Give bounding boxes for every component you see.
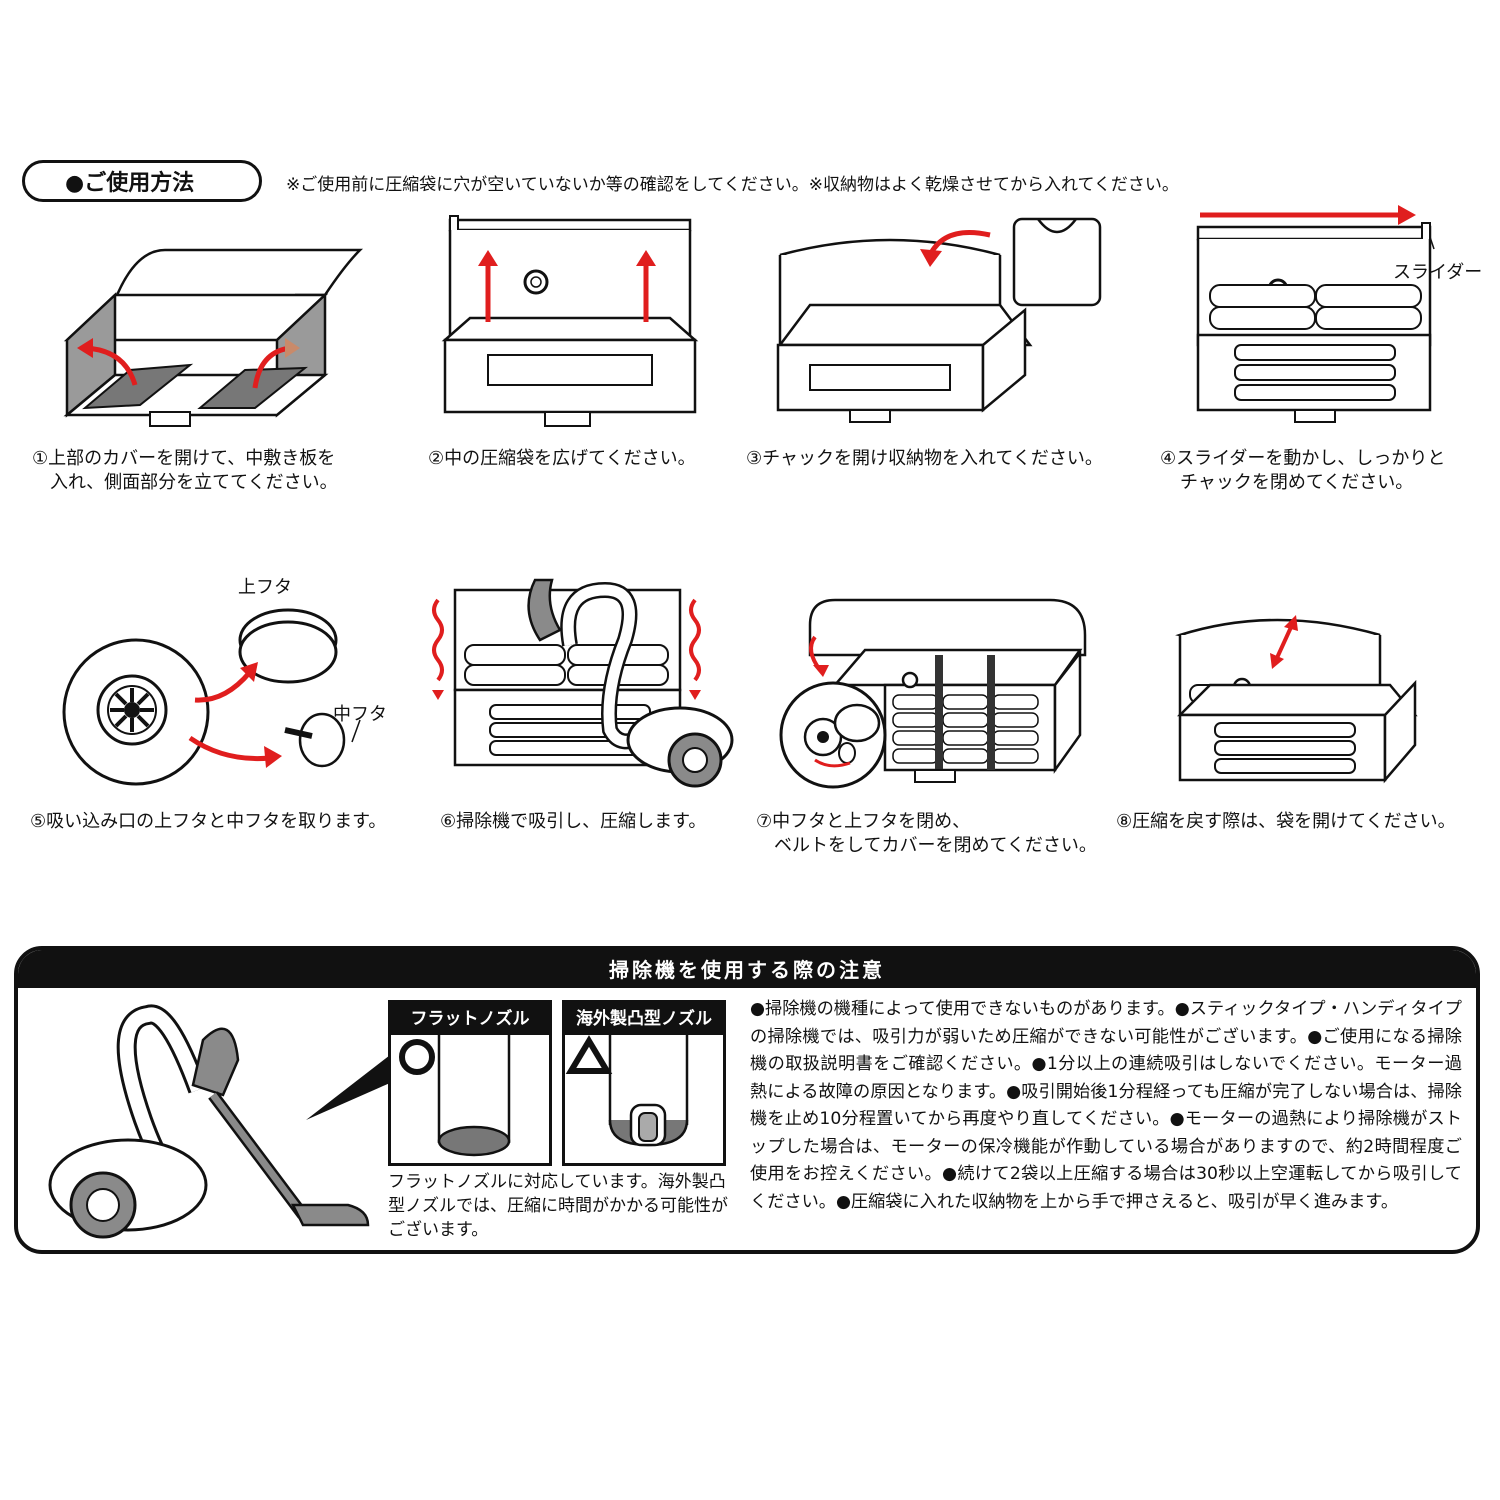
top-cap-label: 上フタ: [238, 577, 292, 598]
step1-illustration: [63, 248, 364, 427]
caution-title: 掃除機を使用する際の注意: [18, 950, 1476, 988]
step7-caption-line2: ベルトをしてカバーを閉めてください。: [774, 835, 1097, 856]
convex-nozzle-icon: [565, 1035, 689, 1147]
step4-illustration: [1196, 205, 1435, 423]
step3-illustration: [776, 217, 1102, 423]
step5-illustration: [62, 608, 361, 786]
flat-nozzle-title: フラットノズル: [391, 1003, 549, 1035]
step1-caption-line1: ①上部のカバーを開けて、中敷き板を: [32, 448, 336, 469]
nozzle-note: フラットノズルに対応しています。海外製凸型ノズルでは、圧縮に時間がかかる可能性が…: [388, 1172, 728, 1240]
step3-caption: ③チャックを開け収納物を入れてください。: [746, 448, 1103, 469]
step1-caption: ①上部のカバーを開けて、中敷き板を 入れ、側面部分を立ててください。: [32, 447, 338, 495]
step6-caption: ⑥掃除機で吸引し、圧縮します。: [440, 811, 707, 832]
usage-note: ※ご使用前に圧縮袋に穴が空いていないか等の確認をしてください。※収納物はよく乾燥…: [286, 175, 1179, 195]
step4-caption-line1: ④スライダーを動かし、しっかりと: [1160, 448, 1446, 469]
step4-caption: ④スライダーを動かし、しっかりと チャックを閉めてください。: [1160, 447, 1445, 495]
step5-caption: ⑤吸い込み口の上フタと中フタを取ります。: [30, 811, 387, 832]
slider-label: スライダー: [1393, 262, 1483, 283]
vacuum-cleaner-illustration: [48, 1004, 388, 1239]
step6-illustration: [432, 578, 734, 788]
step2-caption: ②中の圧縮袋を広げてください。: [428, 448, 696, 469]
step7-caption-line1: ⑦中フタと上フタを閉め、: [756, 811, 971, 832]
foreign-nozzle-card: 海外製凸型ノズル: [562, 1000, 726, 1166]
flat-nozzle-icon: [399, 1035, 511, 1157]
inner-cap-label: 中フタ: [333, 704, 387, 725]
caution-text: ●掃除機の機種によって使用できないものがあります。●スティックタイプ・ハンディタ…: [750, 996, 1462, 1216]
step1-caption-line2: 入れ、側面部分を立ててください。: [50, 472, 338, 493]
step2-illustration: [441, 215, 699, 427]
flat-nozzle-card: フラットノズル: [388, 1000, 552, 1166]
usage-title: ●ご使用方法: [22, 160, 262, 202]
caution-panel: 掃除機を使用する際の注意 フラットノズル 海外製凸型ノズル: [14, 946, 1480, 1254]
caution-paragraph: ●掃除機の機種によって使用できないものがあります。●スティックタイプ・ハンディタ…: [750, 999, 1462, 1212]
step4-caption-line2: チャックを閉めてください。: [1180, 472, 1414, 493]
step8-illustration: [1175, 615, 1418, 784]
step8-caption: ⑧圧縮を戻す際は、袋を開けてください。: [1116, 811, 1456, 832]
step7-illustration: [779, 598, 1087, 789]
step7-caption: ⑦中フタと上フタを閉め、 ベルトをしてカバーを閉めてください。: [756, 810, 1097, 858]
foreign-nozzle-title: 海外製凸型ノズル: [565, 1003, 723, 1035]
